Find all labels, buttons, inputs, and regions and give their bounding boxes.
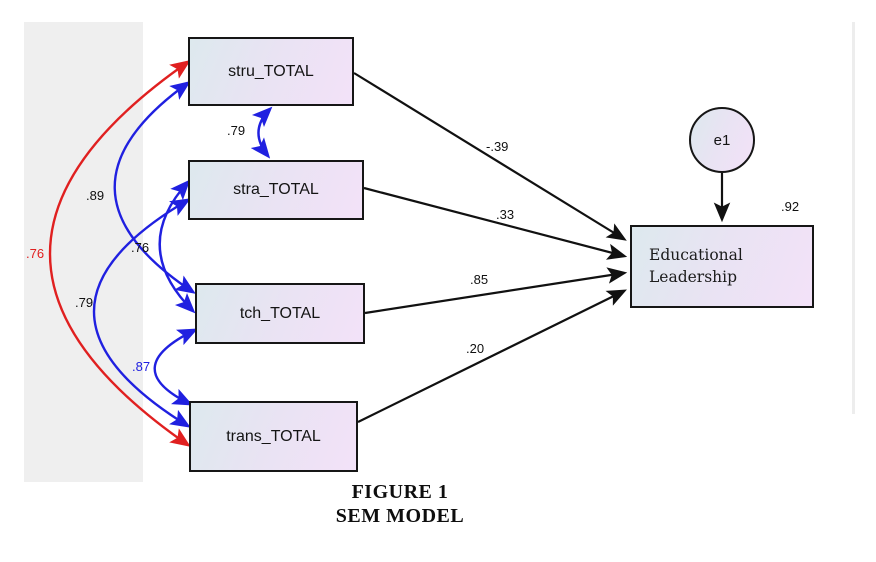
path-tch-to-outcome <box>364 267 628 315</box>
coef-trans-outcome: .20 <box>466 341 485 356</box>
node-stra-total: stra_TOTAL <box>188 160 364 220</box>
cov-arc-stru-tch <box>113 81 196 294</box>
node-tch-total-label: tch_TOTAL <box>239 304 321 322</box>
node-stru-total-label: stru_TOTAL <box>228 62 314 80</box>
coef-tch-outcome: .85 <box>470 272 489 287</box>
cov-label-stra-trans: .79 <box>75 295 94 310</box>
cov-label-stra-tch: .76 <box>131 240 150 255</box>
node-stru-total: stru_TOTAL <box>188 37 354 106</box>
coef-stru-outcome: -.39 <box>486 139 509 154</box>
path-stru-to-outcome <box>353 72 627 241</box>
cov-label-stru-trans: .76 <box>26 246 45 261</box>
path-trans-to-outcome <box>357 289 627 423</box>
r-squared-label: .92 <box>781 199 800 214</box>
node-stra-total-label: stra_TOTAL <box>233 181 319 198</box>
outcome-label-line1: Educational <box>649 246 743 265</box>
path-stra-to-outcome <box>363 186 628 260</box>
cov-arc-stru-trans <box>48 60 191 447</box>
cov-label-stru-tch: .89 <box>86 188 105 203</box>
cov-label-stru-stra: .79 <box>227 123 246 138</box>
coef-stra-outcome: .33 <box>496 207 515 222</box>
node-educational-leadership-label: Educational Leadership <box>649 245 743 288</box>
cov-label-tch-trans: .87 <box>132 359 151 374</box>
node-e1-label: e1 <box>713 131 731 149</box>
figure-caption: FIGURE 1 SEM MODEL <box>240 481 560 528</box>
node-tch-total: tch_TOTAL <box>195 283 365 344</box>
node-trans-total-label: trans_TOTAL <box>226 427 321 445</box>
node-e1-error: e1 <box>689 107 755 173</box>
figure-caption-line1: FIGURE 1 <box>351 481 449 503</box>
node-trans-total: trans_TOTAL <box>189 401 358 472</box>
left-background-panel <box>24 22 143 482</box>
cov-arc-stru-stra <box>250 106 273 159</box>
cov-arc-stra-trans <box>92 198 191 428</box>
cov-arc-tch-trans <box>153 328 199 406</box>
figure-caption-line2: SEM MODEL <box>335 504 465 527</box>
right-page-edge <box>852 22 855 414</box>
outcome-label-line2: Leadership <box>649 267 738 286</box>
node-educational-leadership: Educational Leadership <box>630 225 814 308</box>
